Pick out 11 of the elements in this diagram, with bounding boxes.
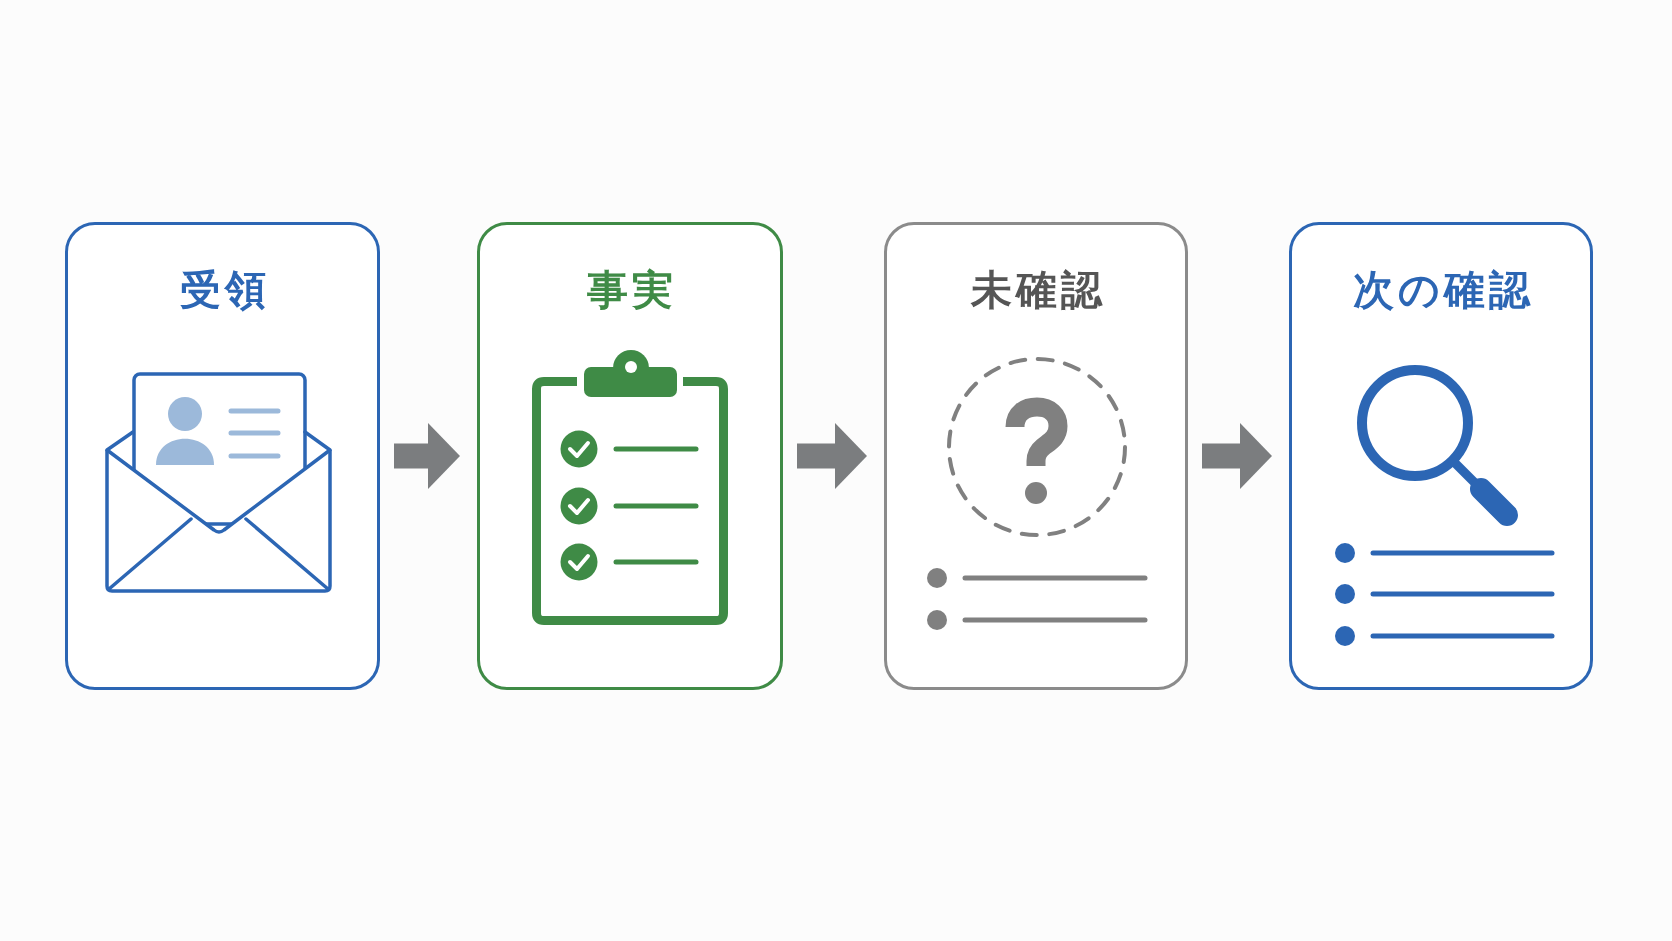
stage-card	[65, 222, 380, 690]
card-title: 次の確認	[1352, 266, 1534, 314]
arrow	[1202, 423, 1272, 489]
stage-card	[884, 222, 1188, 690]
arrow	[797, 423, 867, 489]
arrow	[394, 423, 460, 489]
stage-card	[477, 222, 783, 690]
stage-card	[1289, 222, 1593, 690]
card-title: 未確認	[970, 266, 1106, 314]
card-title: 事実	[587, 266, 677, 314]
card-title: 受領	[179, 266, 270, 314]
